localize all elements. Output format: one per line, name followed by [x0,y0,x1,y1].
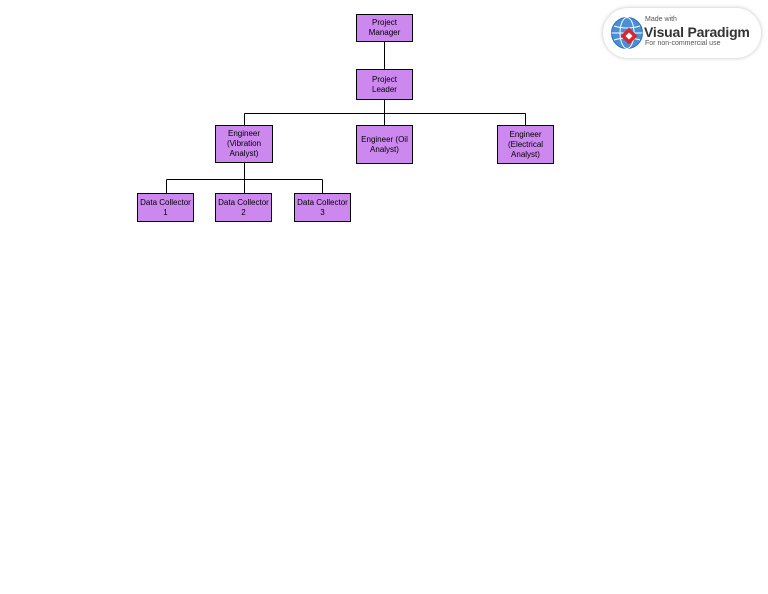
watermark-brand: Visual Paradigm [644,24,750,40]
node-engineer-oil-analyst[interactable]: Engineer (Oil Analyst) [356,125,413,164]
node-engineer-vibration-analyst[interactable]: Engineer (Vibration Analyst) [215,125,273,163]
node-label: Project Leader [372,74,397,94]
node-data-collector-3[interactable]: Data Collector 3 [294,193,351,222]
node-engineer-electrical-analyst[interactable]: Engineer (Electrical Analyst) [497,125,554,164]
node-project-manager[interactable]: Project Manager [356,14,413,42]
watermark-note: For non-commercial use [645,40,721,47]
watermark-made-with: Made with [645,16,677,23]
visual-paradigm-logo-icon [611,17,643,49]
node-data-collector-1[interactable]: Data Collector 1 [137,193,194,222]
node-label: Engineer (Oil Analyst) [361,134,408,154]
node-label: Project Manager [368,18,401,37]
node-label: Data Collector 3 [297,197,348,217]
node-label: Engineer (Vibration Analyst) [226,129,262,158]
node-label: Engineer (Electrical Analyst) [507,129,544,159]
visual-paradigm-watermark: Made with Visual Paradigm For non-commer… [603,8,761,58]
node-label: Data Collector 1 [140,197,191,217]
node-data-collector-2[interactable]: Data Collector 2 [215,193,272,222]
node-project-leader[interactable]: Project Leader [356,69,413,100]
node-label: Data Collector 2 [218,197,269,217]
